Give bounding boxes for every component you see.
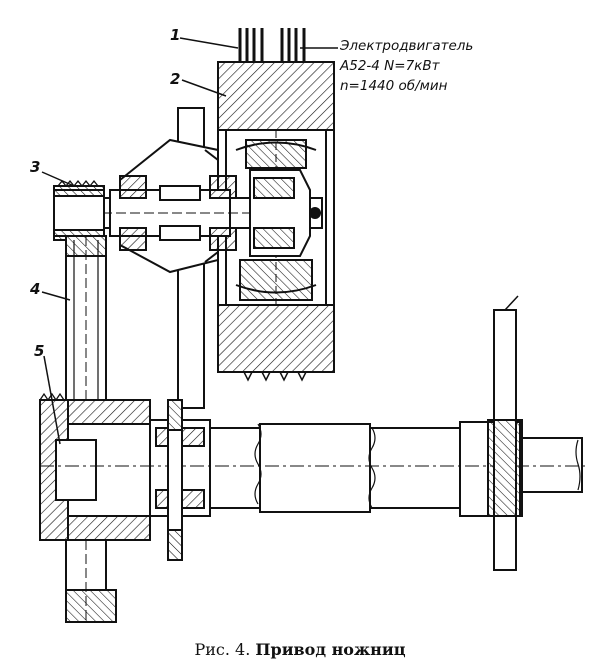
cam-disc: [487, 295, 523, 571]
motor-label-speed: n=1440 об/мин: [340, 78, 448, 94]
caption-prefix: Рис. 4.: [194, 640, 251, 659]
motor-leads: [238, 28, 306, 62]
motor-label-name: Электродвигатель: [340, 38, 474, 54]
callout-5: 5: [34, 342, 45, 360]
lower-pinion: [65, 539, 117, 623]
figure-caption: Рис. 4. Привод ножниц: [0, 640, 600, 659]
motor-label-power: А52-4 N=7кВт: [340, 58, 440, 74]
leader-lines: [41, 37, 338, 445]
large-gear: [39, 392, 151, 541]
small-pinion: [53, 179, 105, 241]
transmission-column: [65, 235, 107, 407]
clutch-disc: [167, 399, 183, 561]
callout-2: 2: [170, 70, 181, 88]
callout-4: 4: [30, 280, 41, 298]
caption-title: Привод ножниц: [255, 640, 406, 659]
callout-3: 3: [30, 158, 41, 176]
callout-1: 1: [170, 26, 181, 44]
